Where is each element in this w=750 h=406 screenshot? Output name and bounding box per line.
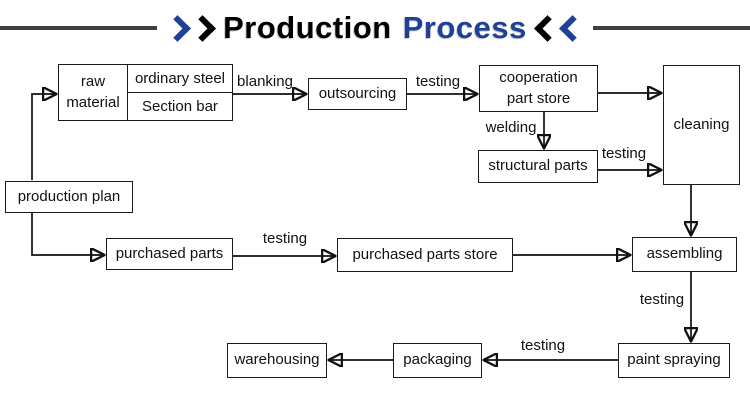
chevron-right-icon [164,14,192,42]
edge-label-testing-paint: testing [520,337,566,354]
node-section-bar: Section bar [142,98,218,115]
double-chevron-right-icon [164,14,217,42]
node-packaging: packaging [393,343,482,378]
chevron-left-icon [533,14,561,42]
edge-label-blanking: blanking [237,73,293,90]
title-rule-left [0,26,158,30]
node-raw-material: raw material [59,65,128,120]
node-ordinary-steel: ordinary steel [128,65,232,93]
node-structural-parts: structural parts [478,150,598,183]
edge-label-testing-structural: testing [601,145,647,162]
node-warehousing: warehousing [227,343,327,378]
diagram-title: Production Process [0,0,750,56]
title-word-process: Process [402,10,527,45]
node-outsourcing: outsourcing [308,78,407,110]
edge-label-testing-outsourcing: testing [415,73,461,90]
edge-label-testing-purchased: testing [262,230,308,247]
double-chevron-left-icon [533,14,586,42]
node-assembling: assembling [632,237,737,272]
title-rule-right [592,26,750,30]
node-raw-material-group: raw material ordinary steel Section bar [58,64,233,121]
node-production-plan: production plan [5,181,133,213]
edge-production-plan-to-purchased-parts [31,213,104,255]
raw-material-types: ordinary steel Section bar [128,65,232,120]
node-cooperation-part-store: cooperation part store [479,65,598,112]
edge-label-testing-assembling: testing [639,291,685,308]
edge-label-welding: welding [485,119,537,136]
node-paint-spraying: paint spraying [618,343,730,378]
chevron-left-icon [558,14,586,42]
page-title: Production Process [223,10,527,46]
node-purchased-parts: purchased parts [106,238,233,270]
edge-production-plan-to-raw-material [31,94,56,180]
node-cleaning: cleaning [663,65,740,185]
title-word-production: Production [223,10,392,45]
chevron-right-icon [189,14,217,42]
node-purchased-parts-store: purchased parts store [337,238,513,272]
